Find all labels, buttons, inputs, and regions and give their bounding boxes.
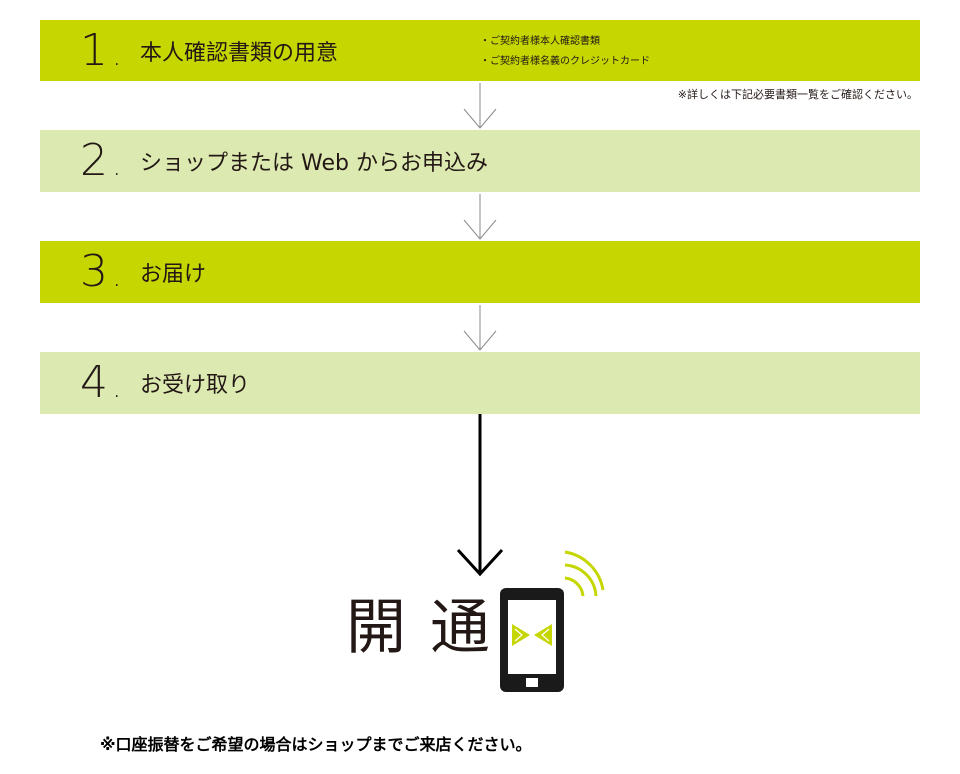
step-1-label: 本人確認書類の用意 [140, 40, 339, 66]
footer-note: ※口座振替をご希望の場合はショップまでご来店ください。 [100, 735, 532, 754]
step-1-footnote: ※詳しくは下記必要書類一覧をご確認ください。 [677, 88, 918, 101]
final-label: 開通 [346, 593, 514, 663]
chevron-down-icon [463, 305, 497, 351]
step-4-number: 4. [80, 357, 122, 408]
step-3-label: お届け [140, 262, 207, 287]
step-2-number: 2. [80, 135, 122, 186]
step-4-band: 4. お受け取り [40, 352, 920, 414]
step-1-note-2: ・ご契約者様名義のクレジットカード [480, 56, 650, 67]
step-4-label: お受け取り [140, 373, 251, 398]
step-2-band: 2. ショップまたは Web からお申込み [40, 130, 920, 192]
step-1-note-1: ・ご契約者様本人確認書類 [480, 36, 600, 47]
step-1-number: 1. [80, 24, 122, 76]
smartphone-icon [500, 550, 605, 692]
step-3-band: 3. お届け [40, 241, 920, 303]
step-2-label: ショップまたは Web からお申込み [140, 151, 488, 176]
chevron-down-icon [463, 83, 497, 129]
wireless-signal-icon [564, 550, 605, 597]
chevron-down-icon [463, 194, 497, 240]
step-1-notes: ・ご契約者様本人確認書類 ・ご契約者様名義のクレジットカード [480, 32, 650, 72]
step-1-band: 1. 本人確認書類の用意 ・ご契約者様本人確認書類 ・ご契約者様名義のクレジット… [40, 20, 920, 81]
step-3-number: 3. [80, 246, 122, 297]
arrow-down-icon [456, 414, 504, 577]
